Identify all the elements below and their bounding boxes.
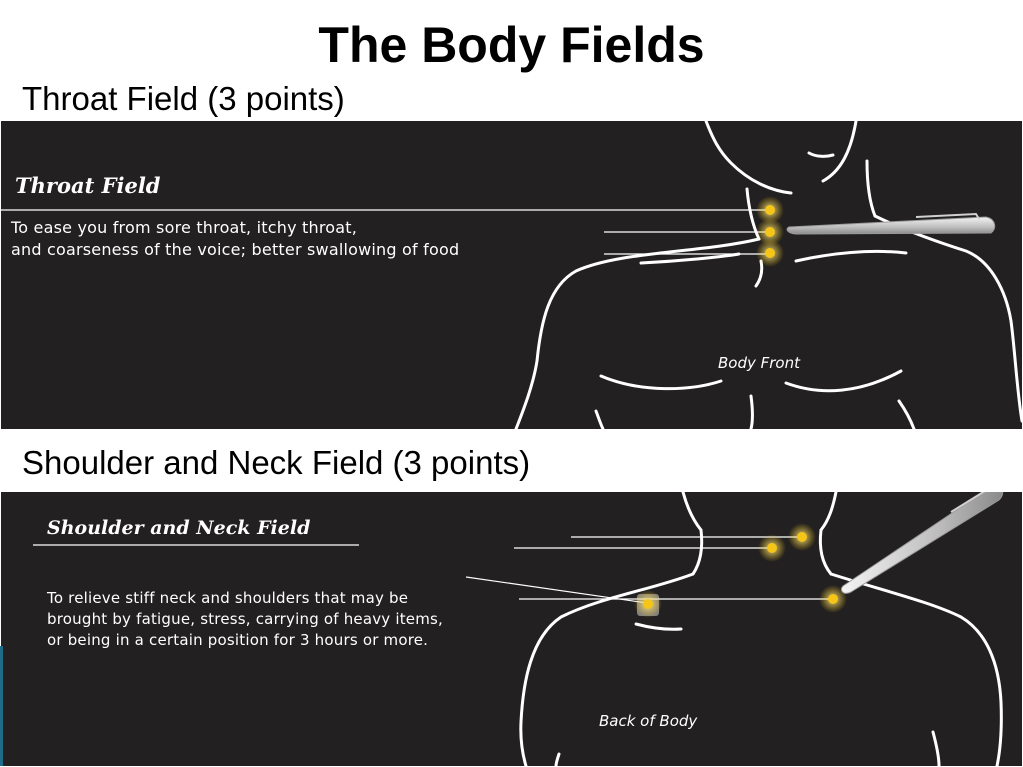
shoulder-neck-panel-title: Shoulder and Neck Field [47,517,311,539]
pen-icon [786,212,996,235]
back-of-body-drawing [33,492,1004,766]
throat-field-illustration: Throat Field To ease you from sore throa… [1,121,1022,429]
shoulder-description-line-3: or being in a certain position for 3 hou… [47,631,429,649]
left-edge-stripe [0,646,3,766]
throat-description-line-2: and coarseness of the voice; better swal… [11,240,460,259]
shoulder-neck-field-illustration: Shoulder and Neck Field To relieve stiff… [1,492,1022,766]
throat-field-heading: Throat Field (3 points) [22,80,345,117]
shoulder-description-line-2: brought by fatigue, stress, carrying of … [47,610,444,628]
shoulder-neck-field-heading: Shoulder and Neck Field (3 points) [22,444,531,481]
pen-icon [840,492,1004,594]
shoulder-description-line-1: To relieve stiff neck and shoulders that… [47,589,409,607]
throat-field-panel-title: Throat Field [15,173,161,198]
body-front-drawing [1,121,1022,429]
body-front-caption: Body Front [718,354,800,372]
throat-description-line-1: To ease you from sore throat, itchy thro… [11,218,358,237]
back-of-body-caption: Back of Body [599,712,698,730]
slide-title: The Body Fields [318,17,705,73]
